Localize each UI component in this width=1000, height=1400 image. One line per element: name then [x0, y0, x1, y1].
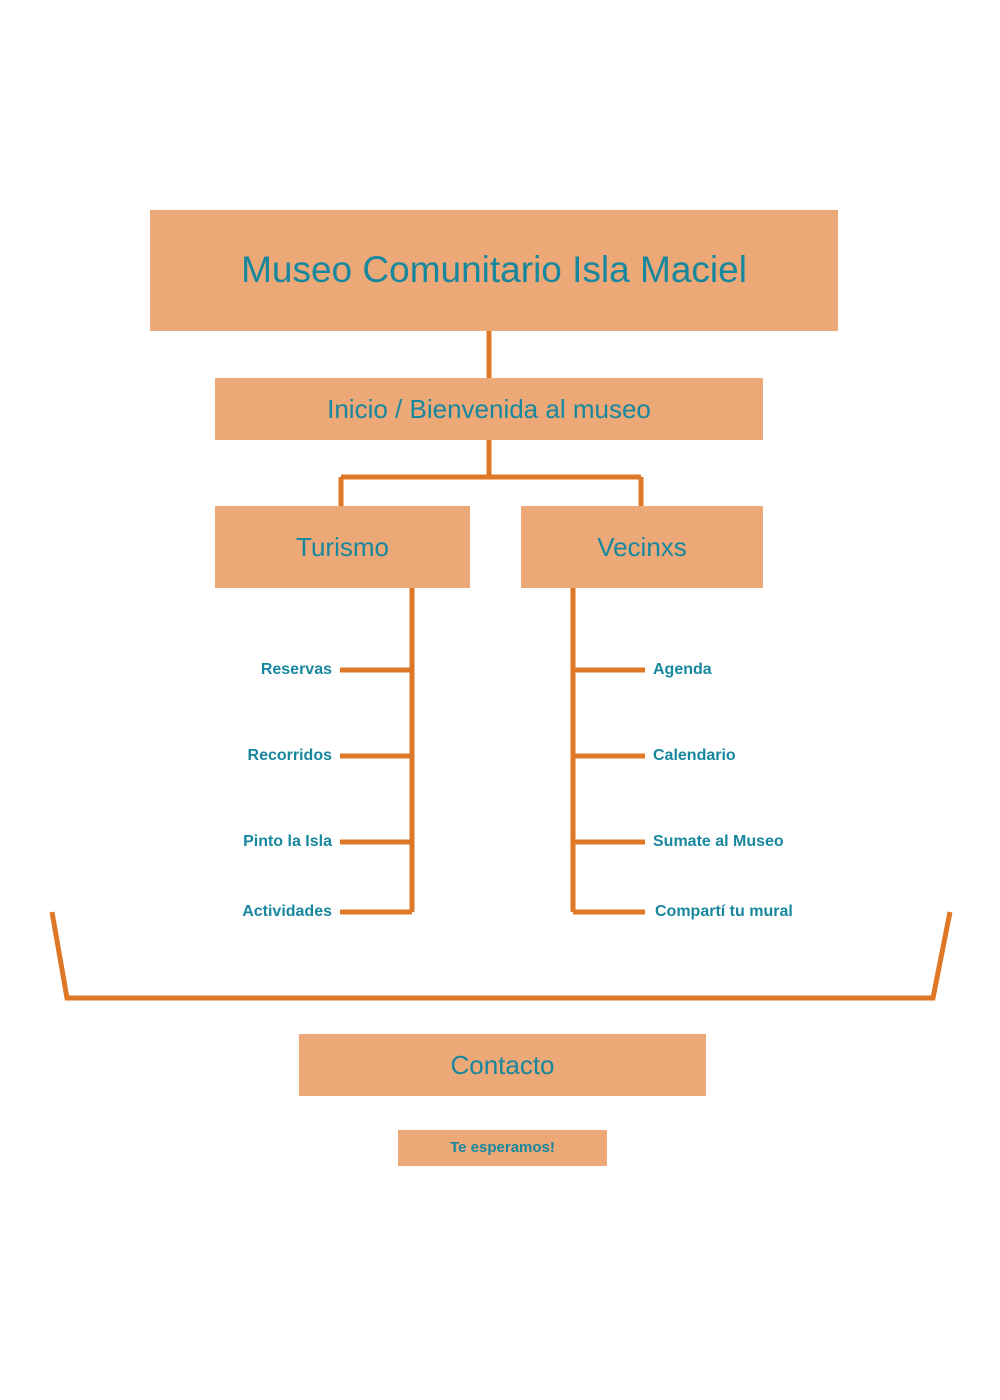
node-contacto-label: Contacto — [450, 1049, 555, 1080]
node-vecinxs[interactable]: Vecinxs — [521, 506, 763, 588]
leaf-turismo-actividades[interactable]: Actividades — [242, 903, 332, 920]
node-turismo-label: Turismo — [296, 531, 389, 562]
root-node-museo[interactable]: Museo Comunitario Isla Maciel — [150, 210, 838, 331]
root-node-label: Museo Comunitario Isla Maciel — [241, 249, 747, 291]
node-te-esperamos-label: Te esperamos! — [450, 1138, 555, 1156]
node-turismo[interactable]: Turismo — [215, 506, 470, 588]
leaf-turismo-pinto-la-isla[interactable]: Pinto la Isla — [243, 833, 332, 850]
leaf-turismo-reservas[interactable]: Reservas — [260, 661, 332, 678]
leaf-vecinxs-agenda[interactable]: Agenda — [653, 661, 712, 678]
node-te-esperamos[interactable]: Te esperamos! — [398, 1130, 607, 1166]
node-inicio[interactable]: Inicio / Bienvenida al museo — [215, 378, 763, 440]
connector-funnel — [49, 911, 953, 1001]
leaf-vecinxs-calendario[interactable]: Calendario — [653, 747, 736, 764]
leaf-vecinxs-comparti-tu-mural[interactable]: Compartí tu mural — [655, 903, 793, 920]
node-inicio-label: Inicio / Bienvenida al museo — [327, 393, 651, 424]
node-contacto[interactable]: Contacto — [299, 1034, 706, 1096]
node-vecinxs-label: Vecinxs — [597, 531, 687, 562]
leaf-turismo-recorridos[interactable]: Recorridos — [247, 747, 332, 764]
leaf-vecinxs-sumate-al-museo[interactable]: Sumate al Museo — [653, 833, 784, 850]
